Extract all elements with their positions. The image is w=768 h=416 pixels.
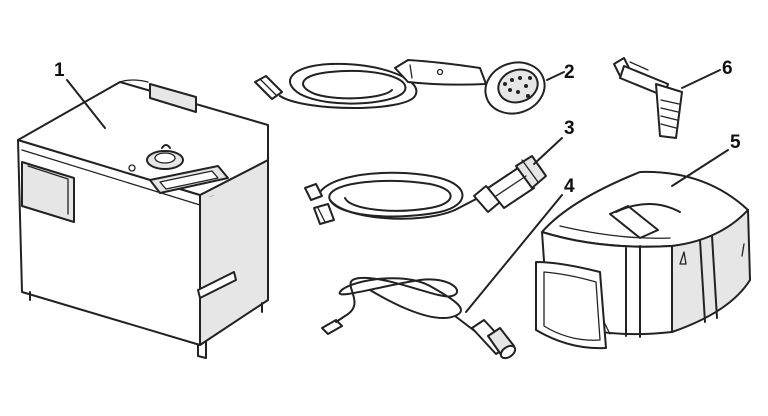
angle-connector (613, 57, 683, 139)
leader-3 (533, 137, 563, 165)
leader-1 (66, 79, 106, 129)
carry-bag (535, 170, 751, 350)
leader-6 (681, 69, 721, 89)
leader-5 (671, 149, 729, 187)
pump-hose (304, 155, 547, 225)
callout-5: 5 (730, 132, 741, 153)
callout-6: 6 (722, 58, 733, 79)
callout-4: 4 (564, 176, 575, 197)
callout-2: 2 (564, 62, 575, 83)
callout-1: 1 (54, 60, 65, 81)
power-cable (321, 276, 517, 360)
callout-3: 3 (564, 118, 575, 139)
leader-4 (465, 194, 563, 313)
svg-text:—: — (209, 193, 216, 200)
shower-head-hose (254, 59, 546, 115)
main-unit: — (17, 79, 269, 359)
leader-2 (546, 71, 565, 81)
